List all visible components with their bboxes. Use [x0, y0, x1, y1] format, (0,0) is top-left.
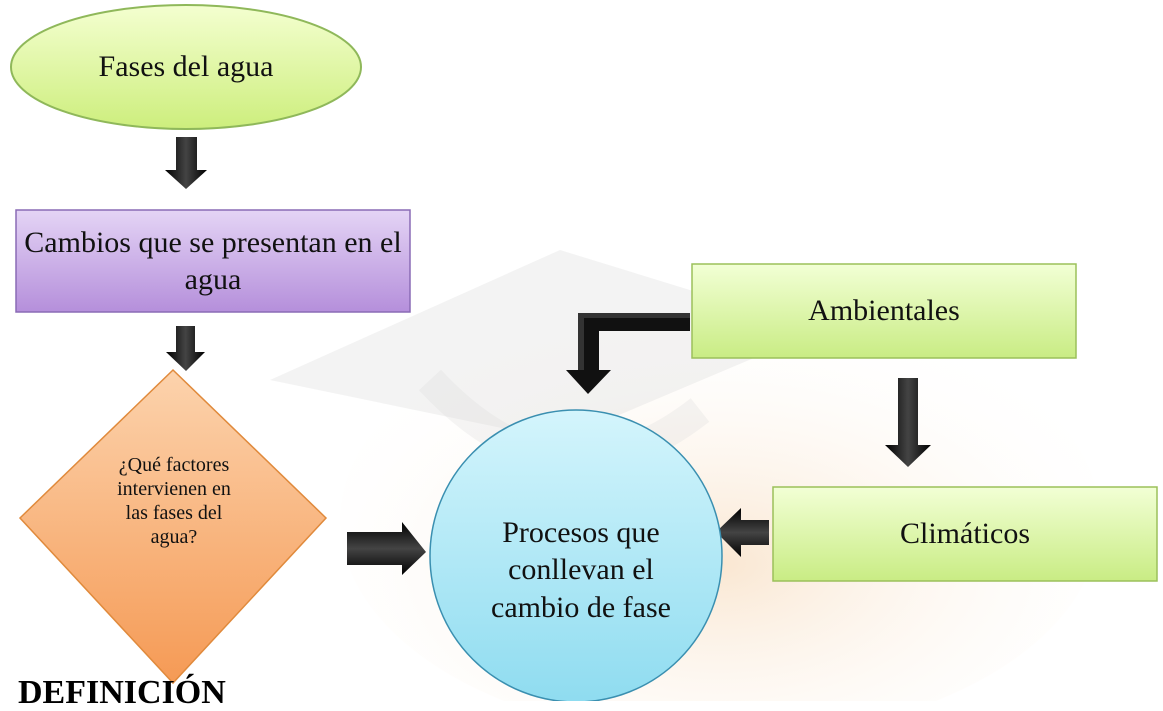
label-cambios: Cambios que se presentan en el agua: [24, 225, 402, 297]
box-climaticos: [772, 486, 1158, 582]
arrow-down-ambientales: [885, 378, 931, 467]
arrow-down-2: [166, 326, 205, 371]
label-fases-del-agua: Fases del agua: [98, 50, 274, 84]
box-cambios: [15, 209, 411, 313]
label-pregunta: ¿Qué factores intervienen en las fases d…: [117, 454, 231, 548]
heading-definicion: DEFINICIÓN: [18, 674, 226, 711]
oval-fases-del-agua: [10, 4, 362, 130]
circle-procesos: [429, 409, 723, 701]
arrow-left-climaticos: [716, 508, 769, 557]
label-procesos: Procesos que conllevan el cambio de fase: [491, 515, 671, 624]
arrow-down-1: [165, 137, 207, 189]
arrow-bent-ambientales: [566, 313, 690, 394]
box-ambientales: [691, 263, 1077, 359]
label-ambientales: Ambientales: [808, 294, 960, 328]
diamond-pregunta: [18, 368, 328, 685]
label-climaticos: Climáticos: [900, 517, 1030, 551]
arrow-right-diamond: [347, 522, 426, 575]
